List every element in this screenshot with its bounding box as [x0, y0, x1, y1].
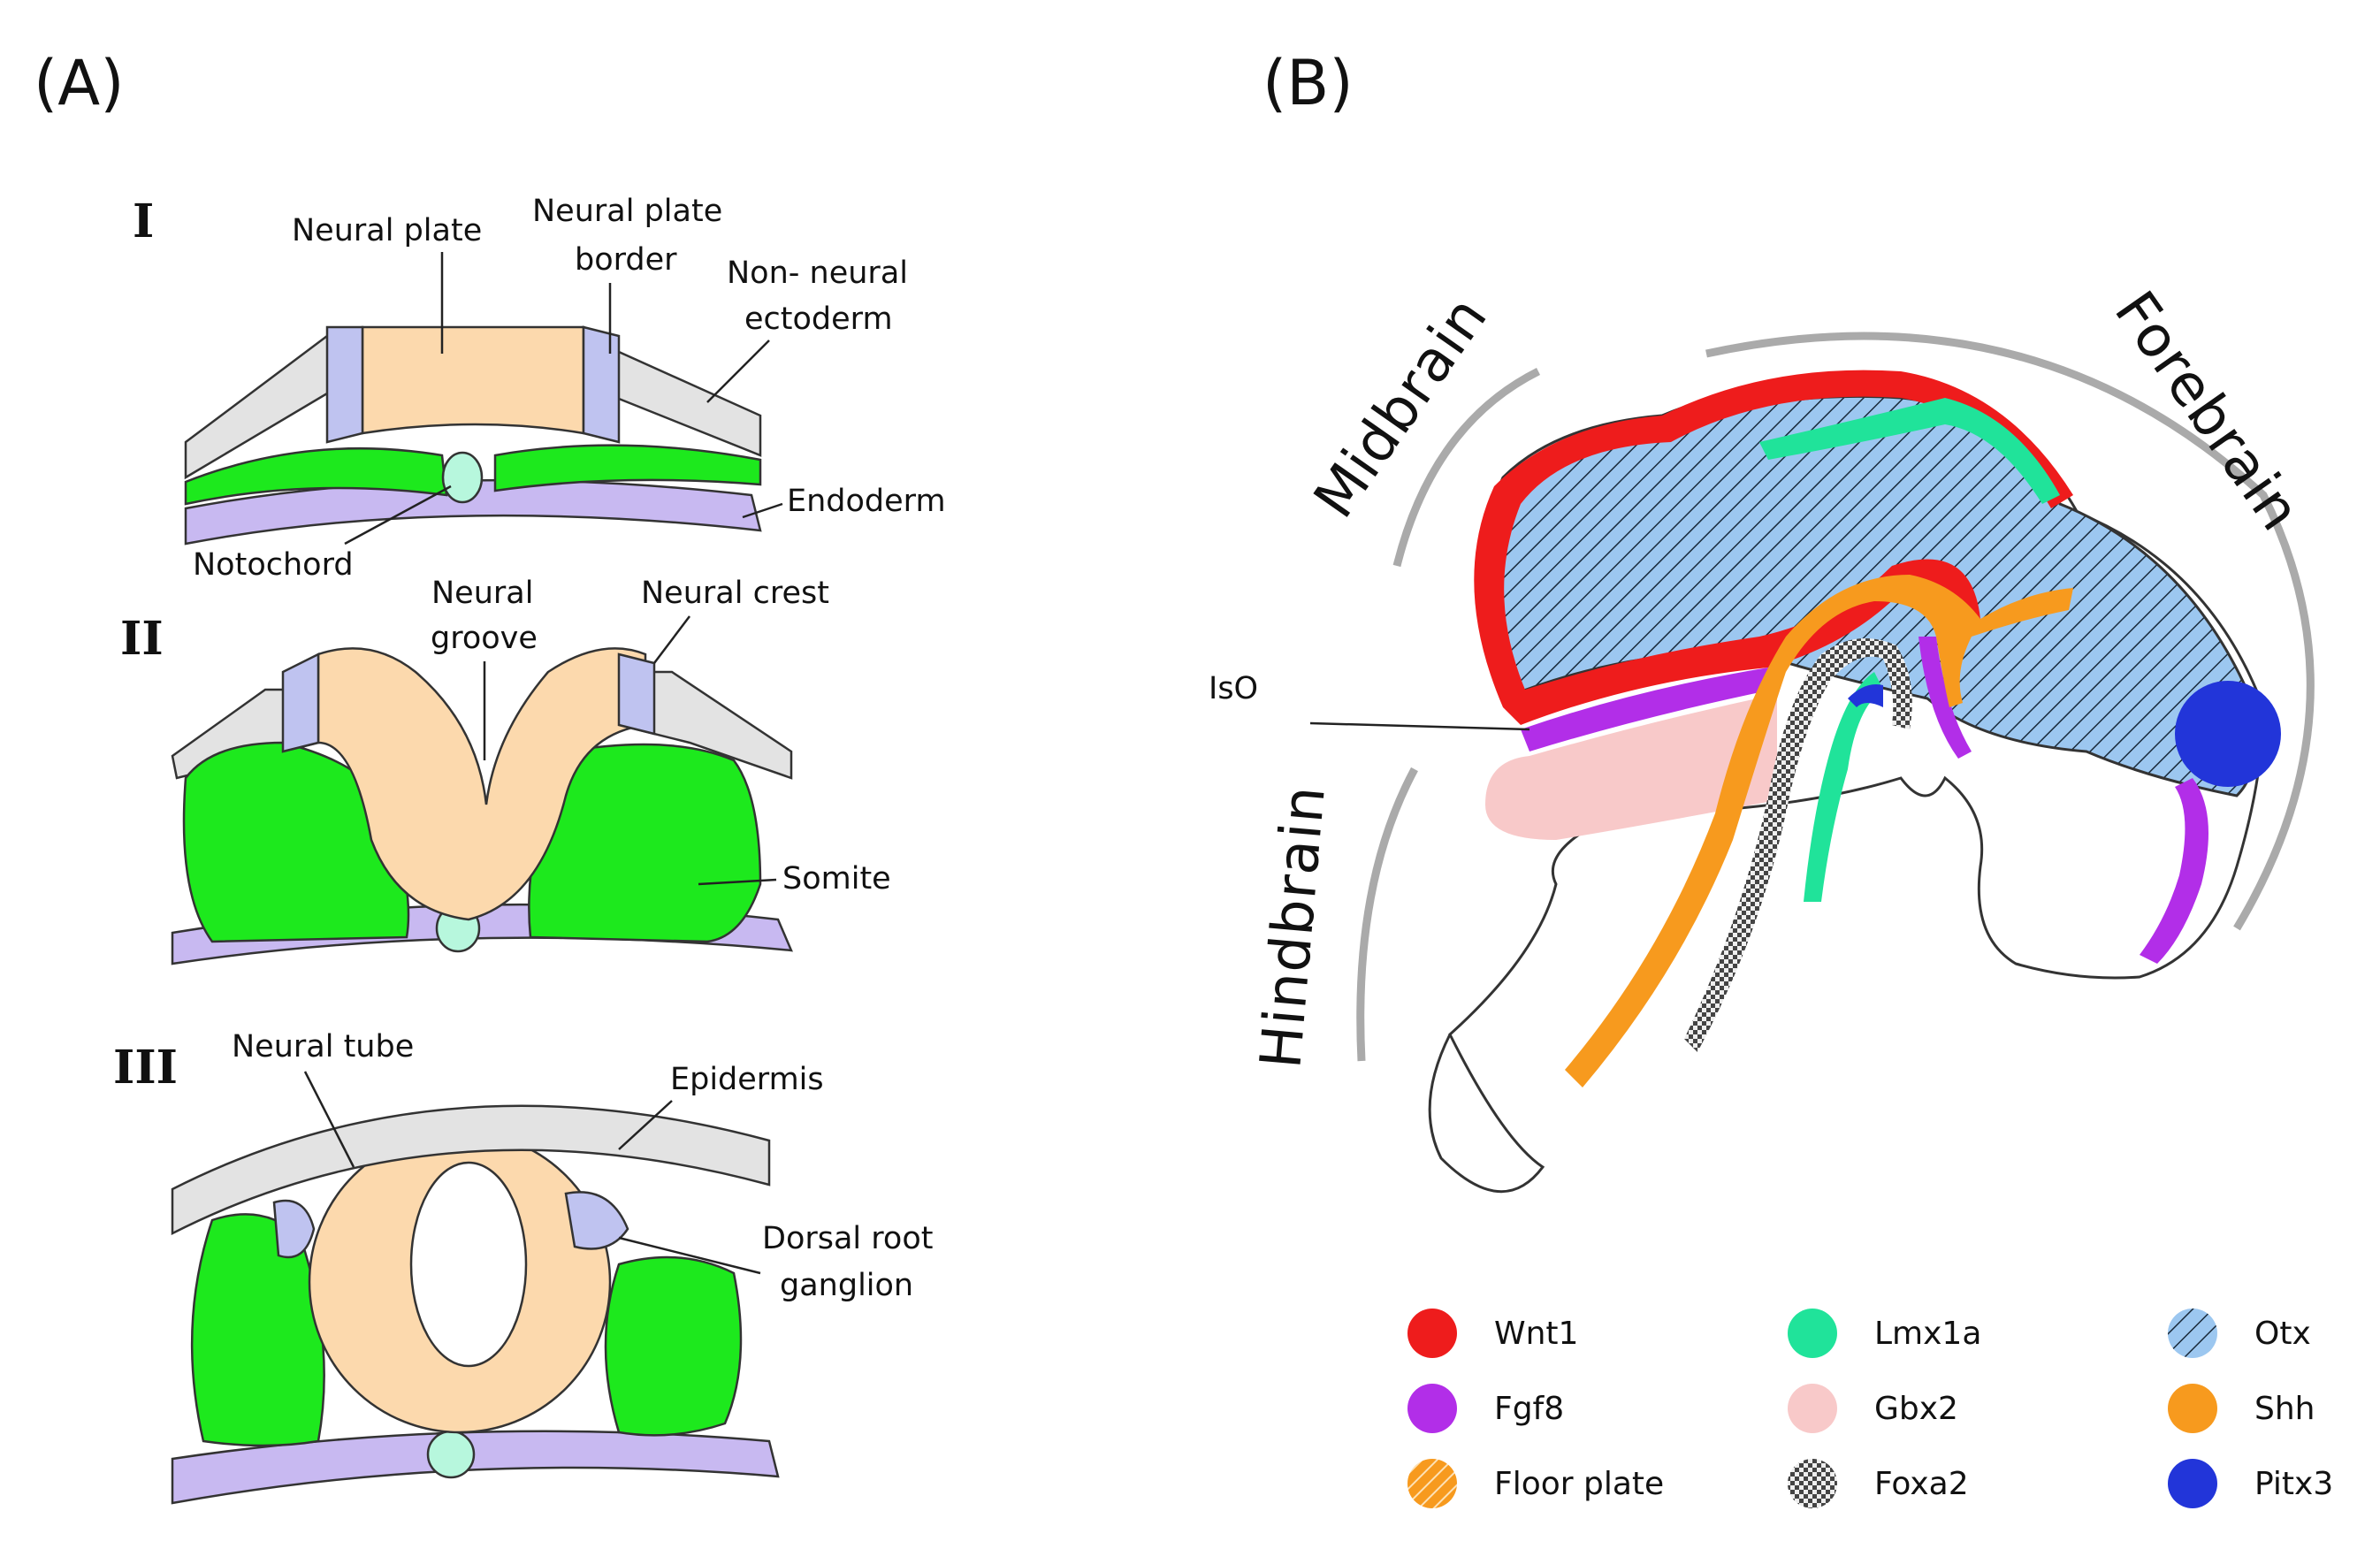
- leader-neural-crest: [653, 615, 690, 664]
- label-neural-groove-2: groove: [431, 621, 538, 656]
- lmx1a-domain-top: [1759, 398, 2060, 504]
- legend-swatch-lmx1a: [1788, 1309, 1837, 1358]
- shh-band: [1565, 575, 2073, 1087]
- legend-swatch-shh: [2168, 1384, 2217, 1433]
- legend-label-foxa2: Foxa2: [1874, 1466, 1969, 1502]
- leader-non-neural-ectoderm: [706, 340, 770, 403]
- leader-iso: [1309, 721, 1530, 731]
- somite-right-iii: [604, 1255, 743, 1437]
- label-neural-groove-1: Neural: [431, 576, 533, 611]
- panel-label-b: (B): [1262, 47, 1354, 119]
- brain-diagram: Midbrain Forebrain Hindbrain IsO: [1209, 280, 2315, 1194]
- label-neural-plate-border-1: Neural plate: [532, 194, 722, 229]
- foxa2-band: [1684, 638, 1912, 1052]
- dorsal-root-ganglion-right: [564, 1191, 629, 1250]
- leader-epidermis: [618, 1100, 673, 1150]
- label-midbrain: Midbrain: [1301, 285, 1500, 530]
- label-dorsal-root-ganglion-1: Dorsal root: [762, 1221, 933, 1256]
- label-non-neural-ectoderm-2: ectoderm: [744, 301, 893, 337]
- neural-tube-lumen: [409, 1161, 528, 1368]
- label-neural-plate-border-2: border: [575, 242, 677, 278]
- leader-endoderm: [742, 502, 783, 519]
- label-neural-crest: Neural crest: [641, 576, 829, 611]
- midbrain-arc: [1392, 367, 1541, 568]
- legend-swatch-fgf8: [1407, 1384, 1457, 1433]
- notochord: [441, 451, 484, 504]
- legend-swatch-foxa2: [1788, 1459, 1837, 1508]
- legend-label-otx: Otx: [2254, 1316, 2311, 1352]
- fgf8-domain-mid: [1918, 637, 1972, 759]
- legend-label-wnt1: Wnt1: [1494, 1316, 1578, 1352]
- label-neural-plate: Neural plate: [292, 213, 482, 248]
- stage-ii-numeral: II: [120, 612, 164, 666]
- legend-label-floor-plate: Floor plate: [1494, 1466, 1664, 1502]
- stage-ii-diagram: II Neural groove Neural crest Somite: [120, 576, 891, 965]
- legend-label-lmx1a: Lmx1a: [1874, 1316, 1981, 1352]
- notochord-iii: [426, 1430, 476, 1479]
- leader-notochord: [344, 485, 452, 546]
- label-iso: IsO: [1209, 671, 1258, 706]
- mesoderm-layer: [184, 446, 448, 506]
- panel-label-a: (A): [34, 47, 125, 119]
- stage-iii-numeral: III: [113, 1041, 178, 1095]
- pitx3-domain: [1848, 684, 1883, 707]
- pitx3-domain-large: [2175, 681, 2281, 787]
- stage-iii-diagram: III Neural tube Epidermis Dorsal root ga…: [113, 1029, 933, 1505]
- lmx1a-domain-lower: [1804, 672, 1883, 902]
- legend-swatch-wnt1: [1407, 1309, 1457, 1358]
- wnt1-domain: [1474, 370, 2073, 725]
- leader-dorsal-root-ganglion: [618, 1236, 761, 1275]
- forebrain-arc: [1705, 332, 2315, 931]
- label-dorsal-root-ganglion-2: ganglion: [780, 1268, 913, 1303]
- label-epidermis: Epidermis: [670, 1062, 824, 1097]
- mesoderm-layer-right: [493, 444, 762, 492]
- legend-label-fgf8: Fgf8: [1494, 1391, 1564, 1427]
- legend-swatch-gbx2: [1788, 1384, 1837, 1433]
- legend-swatch-pitx3: [2168, 1459, 2217, 1508]
- legend-swatch-floor-plate: [1407, 1459, 1457, 1508]
- stage-i-numeral: I: [133, 195, 154, 248]
- label-non-neural-ectoderm-1: Non- neural: [727, 256, 908, 291]
- legend-label-shh: Shh: [2254, 1391, 2315, 1427]
- label-forebrain: Forebrain: [2102, 280, 2313, 544]
- fgf8-domain-right: [2140, 778, 2208, 964]
- neural-crest-left: [281, 652, 320, 753]
- gbx2-domain: [1485, 694, 1777, 840]
- legend-swatch-otx: [2168, 1309, 2217, 1358]
- neural-plate: [361, 325, 585, 435]
- leader-neural-tube: [303, 1071, 355, 1168]
- label-notochord: Notochord: [193, 547, 354, 583]
- leader-somite: [698, 878, 777, 886]
- label-somite: Somite: [782, 861, 891, 897]
- neural-plate-border-right: [582, 325, 621, 444]
- hindbrain-arc: [1356, 767, 1418, 1062]
- legend-label-gbx2: Gbx2: [1874, 1391, 1958, 1427]
- neural-plate-border-left: [325, 325, 364, 444]
- label-neural-tube: Neural tube: [232, 1029, 414, 1064]
- endoderm-sheet-iii: [171, 1430, 780, 1505]
- label-hindbrain: Hindbrain: [1248, 783, 1339, 1072]
- epidermis: [171, 1104, 771, 1236]
- legend-label-pitx3: Pitx3: [2254, 1466, 2333, 1502]
- neural-crest-right: [617, 652, 656, 736]
- stage-i-diagram: I Neural plate Neural plate border Non- …: [133, 194, 946, 583]
- fgf8-domain: [1521, 668, 1773, 752]
- dorsal-root-ganglion-left: [272, 1199, 316, 1259]
- label-endoderm: Endoderm: [787, 484, 946, 519]
